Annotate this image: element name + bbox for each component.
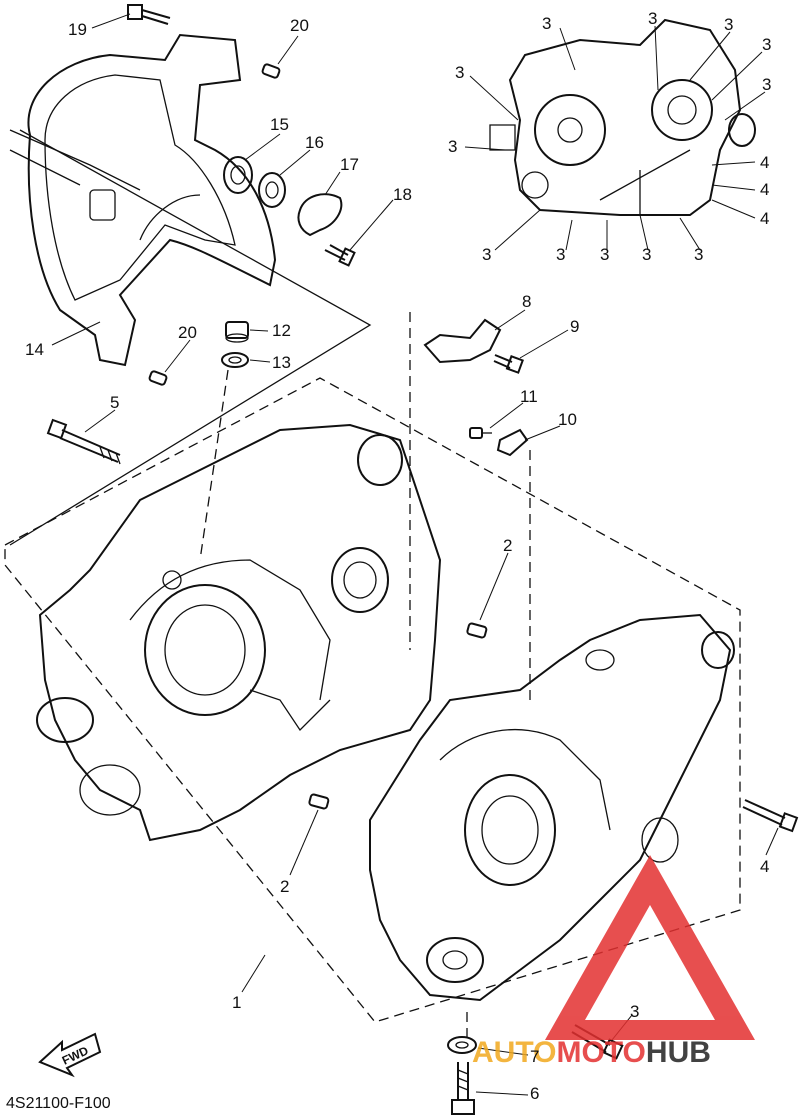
callout-15: 15: [270, 115, 289, 134]
callout-12: 12: [272, 321, 291, 340]
gasket-ring-part-13: [221, 352, 249, 368]
crankcase-cover-part-14: [9, 33, 277, 367]
callout-8: 8: [522, 292, 531, 311]
fwd-arrow-icon: FWD: [38, 1032, 102, 1078]
bearing-part-15: [223, 156, 253, 194]
drain-bolt-part-6: [451, 1062, 475, 1115]
callout-14: 14: [25, 340, 44, 359]
svg-text:AUTOMOTOHUB: AUTOMOTOHUB: [472, 1036, 711, 1069]
callout-3-bottom-3: 3: [600, 245, 609, 264]
callout-6: 6: [530, 1084, 539, 1103]
callout-3-left-1: 3: [455, 63, 464, 82]
watermark-auto: AUTO: [472, 1036, 556, 1069]
callout-labels: 19 20 15 16 17 18 14 20 12 13 5 8 9 11 1…: [25, 9, 771, 1103]
callout-3-left-2: 3: [448, 137, 457, 156]
washer-part-7: [447, 1036, 477, 1054]
watermark-triangle-icon: [545, 855, 755, 1040]
callout-3-bottom-5: 3: [694, 245, 703, 264]
automotohub-watermark: AUTOMOTOHUB: [472, 855, 755, 1069]
callout-3-bottom-4: 3: [642, 245, 651, 264]
screw-part-11: [469, 427, 492, 439]
watermark-moto: MOTO: [556, 1036, 645, 1069]
callout-5: 5: [110, 393, 119, 412]
dowel-pin-part-20-top: [261, 63, 281, 79]
callout-2-left: 2: [280, 877, 289, 896]
callout-11: 11: [520, 387, 538, 406]
callout-3-bolt: 3: [630, 1002, 639, 1021]
callout-3-top-3: 3: [724, 15, 733, 34]
callout-19: 19: [68, 20, 87, 39]
callout-10: 10: [558, 410, 577, 429]
callout-3-bottom-2: 3: [556, 245, 565, 264]
callout-7: 7: [530, 1047, 539, 1066]
watermark-hub: HUB: [646, 1036, 711, 1069]
oil-seal-part-16: [258, 172, 286, 208]
plate-part-17: [297, 193, 343, 237]
bolt-part-19: [127, 4, 171, 25]
callout-3-top-5: 3: [762, 75, 771, 94]
callout-20-left: 20: [178, 323, 197, 342]
callout-3-top-2: 3: [648, 9, 657, 28]
oil-plug-part-12: [225, 321, 249, 343]
callout-3-bottom-1: 3: [482, 245, 491, 264]
callout-1: 1: [232, 993, 241, 1012]
callout-20-top: 20: [290, 16, 309, 35]
crankcase-reference-view: [489, 18, 756, 216]
dowel-pin-part-2-right: [466, 622, 488, 639]
crankcase-left-half: [36, 423, 442, 842]
callout-9: 9: [570, 317, 579, 336]
clip-part-10: [496, 428, 529, 457]
bolt-part-18: [324, 244, 356, 267]
crankcase-right-half: [369, 613, 735, 1002]
diagram-code: 4S21100-F100: [6, 1095, 111, 1112]
dowel-pin-part-20-left: [148, 370, 168, 386]
bolt-part-5: [46, 418, 121, 465]
callout-3-top-4: 3: [762, 35, 771, 54]
dowel-pin-part-2-left: [308, 793, 330, 810]
callout-13: 13: [272, 353, 291, 372]
callout-4-ref-2: 4: [760, 180, 769, 199]
assembly-dashed-lines: [4, 129, 741, 1040]
bolt-part-4-right: [742, 799, 799, 833]
callout-17: 17: [340, 155, 359, 174]
callout-4-ref-3: 4: [760, 209, 769, 228]
leader-lines: [51, 13, 779, 1096]
callout-18: 18: [393, 185, 412, 204]
callout-4-main: 4: [760, 857, 769, 876]
callout-2-right: 2: [503, 536, 512, 555]
bracket-part-8: [423, 318, 502, 364]
callout-16: 16: [305, 133, 324, 152]
bolt-part-9: [493, 354, 524, 374]
callout-3-top-1: 3: [542, 14, 551, 33]
callout-4-ref-1: 4: [760, 153, 769, 172]
